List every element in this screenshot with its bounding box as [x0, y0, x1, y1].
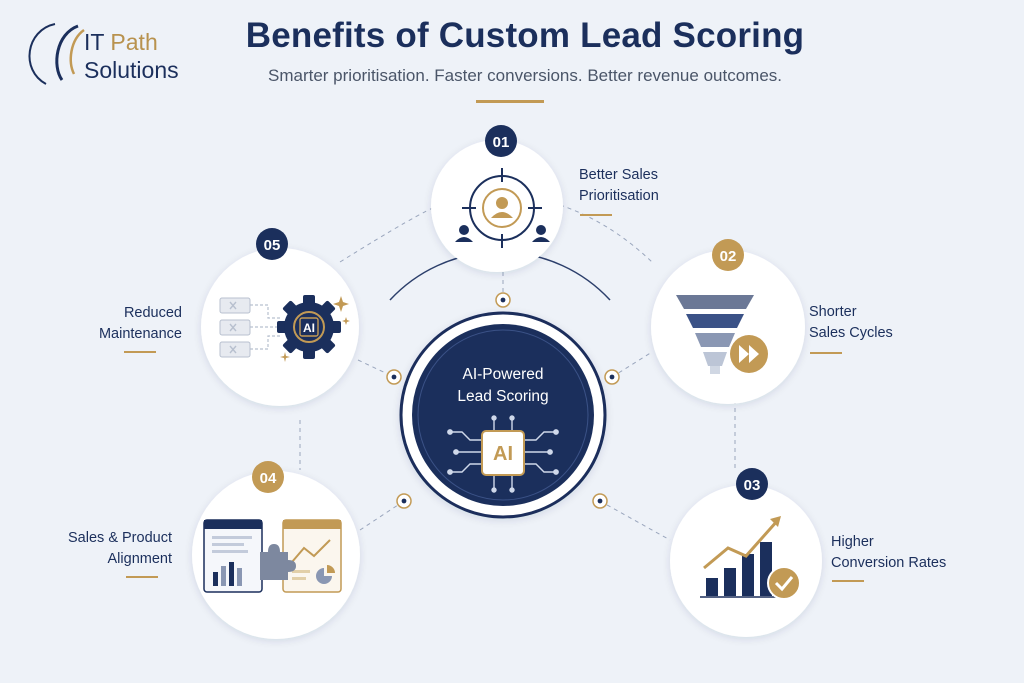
- node-bottom-right: [592, 493, 608, 509]
- page-title: Benefits of Custom Lead Scoring: [245, 16, 805, 55]
- benefit-02-line1: Shorter: [809, 304, 857, 320]
- dashed-connectors: [299, 204, 736, 541]
- gear-ai-label: AI: [303, 321, 315, 335]
- benefit-03-line2: Conversion Rates: [831, 555, 947, 571]
- dashboard-puzzle-icon: [203, 519, 342, 593]
- benefit-05-line2: Maintenance: [98, 326, 182, 342]
- badge-05: 05: [256, 228, 288, 260]
- benefit-05-line1: Reduced: [123, 305, 182, 321]
- benefit-01-circle: [431, 140, 563, 272]
- node-top: [495, 292, 511, 308]
- badge-02: 02: [712, 239, 744, 271]
- hub-title-line1: AI-Powered: [463, 366, 544, 383]
- brand-name-path: Path: [110, 29, 158, 55]
- brand-logo-icon: [28, 23, 85, 85]
- number-badges: 01 02 03 04 05: [252, 125, 768, 500]
- hub-title-line2: Lead Scoring: [457, 388, 548, 405]
- ai-chip-icon: [481, 430, 525, 476]
- svg-text:05: 05: [264, 237, 281, 254]
- benefit-05-underline: [124, 351, 156, 353]
- svg-text:03: 03: [744, 477, 761, 494]
- node-bottom-left: [396, 493, 412, 509]
- benefit-05-circle: AI: [201, 248, 359, 406]
- svg-text:01: 01: [493, 134, 510, 151]
- benefit-03-underline: [832, 580, 864, 582]
- badge-01: 01: [485, 125, 517, 157]
- benefit-03-caption: Higher Conversion Rates: [831, 532, 946, 574]
- benefit-04-line2: Alignment: [107, 551, 172, 567]
- benefit-01-line2: Prioritisation: [579, 188, 659, 204]
- benefit-05-caption: Reduced Maintenance: [60, 303, 182, 345]
- benefit-04-circle: [192, 471, 360, 639]
- brand-name-it: IT: [84, 29, 105, 55]
- growth-chart-icon: [700, 516, 790, 598]
- benefit-01-caption: Better Sales Prioritisation: [579, 165, 659, 207]
- node-right: [604, 369, 620, 385]
- brand-logo-text: IT Path Solutions: [84, 28, 179, 84]
- brand-name-solutions: Solutions: [84, 57, 179, 83]
- benefit-04-underline: [126, 576, 158, 578]
- circuit-traces-icon: [447, 415, 559, 493]
- benefit-02-caption: Shorter Sales Cycles: [809, 302, 893, 344]
- node-left: [386, 369, 402, 385]
- fast-forward-icon: [730, 335, 768, 373]
- central-hub: AI-Powered Lead Scoring AI: [389, 251, 611, 519]
- benefit-03-circle: [670, 485, 822, 637]
- benefit-01-underline: [580, 214, 612, 216]
- connector-nodes: [386, 292, 620, 509]
- benefit-02-line2: Sales Cycles: [809, 325, 893, 341]
- badge-04: 04: [252, 461, 284, 493]
- benefit-04-caption: Sales & Product Alignment: [40, 528, 172, 570]
- check-badge-icon: [767, 566, 801, 600]
- benefit-02-circle: [651, 250, 805, 404]
- funnel-icon: [676, 295, 754, 374]
- benefit-02-underline: [810, 352, 842, 354]
- svg-text:02: 02: [720, 248, 737, 265]
- page-subtitle: Smarter prioritisation. Faster conversio…: [268, 66, 782, 85]
- badge-03: 03: [736, 468, 768, 500]
- target-user-icon: [455, 168, 550, 248]
- benefit-03-line1: Higher: [831, 534, 874, 550]
- ai-gear-icon: [219, 295, 350, 362]
- ai-chip-label: AI: [493, 443, 513, 465]
- benefit-01-line1: Better Sales: [579, 167, 658, 183]
- title-underline: [476, 100, 544, 103]
- benefit-04-line1: Sales & Product: [68, 530, 172, 546]
- svg-text:04: 04: [260, 470, 277, 487]
